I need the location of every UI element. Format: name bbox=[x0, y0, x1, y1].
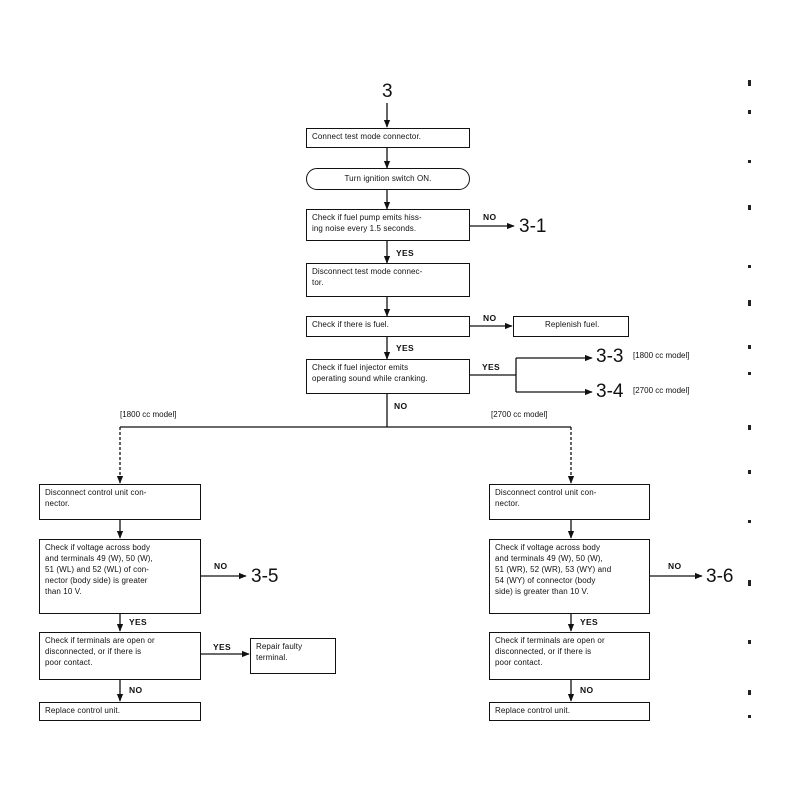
right-voltage-line-4: 54 (WY) of connector (body bbox=[495, 576, 596, 585]
step-fuel-pump-line-2: ing noise every 1.5 seconds. bbox=[312, 224, 417, 233]
start-label: 3 bbox=[382, 81, 393, 102]
label-left-terminals-no: NO bbox=[129, 685, 143, 695]
repair-line-2: terminal. bbox=[256, 653, 288, 662]
label-pump-no: NO bbox=[483, 212, 497, 222]
left-replace-control-unit: Replace control unit. bbox=[39, 702, 201, 721]
right-disconnect-control-unit: Disconnect control unit con- nector. bbox=[489, 484, 650, 520]
step-connect-text: Connect test mode connector. bbox=[312, 132, 422, 141]
right-voltage-line-1: Check if voltage across body bbox=[495, 543, 601, 552]
target-3-4: 3-4 bbox=[596, 381, 624, 402]
step-disconnect-line-2: tor. bbox=[312, 278, 324, 287]
margin-mark bbox=[748, 80, 751, 86]
right-replace-text: Replace control unit. bbox=[495, 706, 571, 715]
left-voltage-line-4: nector (body side) is greater bbox=[45, 576, 148, 585]
left-voltage-line-5: than 10 V. bbox=[45, 587, 82, 596]
left-check-terminals: Check if terminals are open or disconnec… bbox=[39, 632, 201, 680]
step-injector-line-1: Check if fuel injector emits bbox=[312, 363, 409, 372]
target-3-6: 3-6 bbox=[706, 566, 734, 587]
margin-mark bbox=[748, 470, 751, 474]
margin-mark bbox=[748, 345, 751, 349]
step-connect-test-mode: Connect test mode connector. bbox=[306, 128, 470, 148]
step-fuel-pump-line-1: Check if fuel pump emits hiss- bbox=[312, 213, 422, 222]
margin-mark bbox=[748, 160, 751, 163]
right-terminals-line-1: Check if terminals are open or bbox=[495, 636, 605, 645]
repair-line-1: Repair faulty bbox=[256, 642, 303, 651]
note-2700-mid: [2700 cc model] bbox=[491, 410, 548, 419]
margin-mark bbox=[748, 265, 751, 268]
target-3-3: 3-3 bbox=[596, 346, 624, 367]
repair-faulty-terminal: Repair faulty terminal. bbox=[250, 638, 336, 674]
right-terminals-line-2: disconnected, or if there is bbox=[495, 647, 592, 656]
step-check-fuel: Check if there is fuel. bbox=[306, 316, 470, 337]
step-replenish-text: Replenish fuel. bbox=[545, 320, 600, 329]
left-voltage-line-3: 51 (WL) and 52 (WL) of con- bbox=[45, 565, 150, 574]
label-left-voltage-no: NO bbox=[214, 561, 228, 571]
margin-mark bbox=[748, 110, 751, 114]
right-voltage-line-5: side) is greater than 10 V. bbox=[495, 587, 589, 596]
right-replace-control-unit: Replace control unit. bbox=[489, 702, 650, 721]
step-disconnect-test-mode: Disconnect test mode connec- tor. bbox=[306, 263, 470, 297]
step-replenish-fuel: Replenish fuel. bbox=[513, 316, 629, 337]
margin-mark bbox=[748, 300, 751, 306]
note-2700-upper: [2700 cc model] bbox=[633, 386, 690, 395]
note-1800-upper: [1800 cc model] bbox=[633, 351, 690, 360]
label-injector-no: NO bbox=[394, 401, 408, 411]
right-disconnect-line-1: Disconnect control unit con- bbox=[495, 488, 597, 497]
label-injector-yes: YES bbox=[482, 362, 500, 372]
right-check-terminals: Check if terminals are open or disconnec… bbox=[489, 632, 650, 680]
left-check-voltage: Check if voltage across body and termina… bbox=[39, 539, 201, 614]
margin-mark bbox=[748, 425, 751, 430]
step-disconnect-line-1: Disconnect test mode connec- bbox=[312, 267, 423, 276]
label-fuel-yes: YES bbox=[396, 343, 414, 353]
margin-mark bbox=[748, 715, 751, 718]
left-disconnect-line-2: nector. bbox=[45, 499, 70, 508]
margin-mark bbox=[748, 690, 751, 695]
left-disconnect-control-unit: Disconnect control unit con- nector. bbox=[39, 484, 201, 520]
step-check-fuel-pump: Check if fuel pump emits hiss- ing noise… bbox=[306, 209, 470, 241]
note-1800-left: [1800 cc model] bbox=[120, 410, 177, 419]
margin-mark bbox=[748, 640, 751, 644]
step-turn-ignition-on: Turn ignition switch ON. bbox=[306, 168, 470, 190]
margin-mark bbox=[748, 520, 751, 523]
right-disconnect-line-2: nector. bbox=[495, 499, 520, 508]
margin-mark bbox=[748, 205, 751, 210]
label-left-voltage-yes: YES bbox=[129, 617, 147, 627]
left-terminals-line-1: Check if terminals are open or bbox=[45, 636, 155, 645]
right-terminals-line-3: poor contact. bbox=[495, 658, 543, 667]
target-3-5: 3-5 bbox=[251, 566, 279, 587]
step-check-injector: Check if fuel injector emits operating s… bbox=[306, 359, 470, 394]
step-ignition-text: Turn ignition switch ON. bbox=[344, 174, 432, 183]
label-right-voltage-yes: YES bbox=[580, 617, 598, 627]
margin-mark bbox=[748, 372, 751, 375]
left-terminals-line-3: poor contact. bbox=[45, 658, 93, 667]
right-voltage-line-2: and terminals 49 (W), 50 (W), bbox=[495, 554, 603, 563]
right-voltage-line-3: 51 (WR), 52 (WR), 53 (WY) and bbox=[495, 565, 612, 574]
label-fuel-no: NO bbox=[483, 313, 497, 323]
margin-mark bbox=[748, 580, 751, 586]
left-voltage-line-2: and terminals 49 (W), 50 (W), bbox=[45, 554, 153, 563]
label-right-voltage-no: NO bbox=[668, 561, 682, 571]
label-left-terminals-yes: YES bbox=[213, 642, 231, 652]
step-injector-line-2: operating sound while cranking. bbox=[312, 374, 428, 383]
label-pump-yes: YES bbox=[396, 248, 414, 258]
step-fuel-check-text: Check if there is fuel. bbox=[312, 320, 389, 329]
left-disconnect-line-1: Disconnect control unit con- bbox=[45, 488, 147, 497]
label-right-terminals-no: NO bbox=[580, 685, 594, 695]
left-terminals-line-2: disconnected, or if there is bbox=[45, 647, 142, 656]
target-3-1: 3-1 bbox=[519, 216, 547, 237]
right-check-voltage: Check if voltage across body and termina… bbox=[489, 539, 650, 614]
left-replace-text: Replace control unit. bbox=[45, 706, 121, 715]
left-voltage-line-1: Check if voltage across body bbox=[45, 543, 151, 552]
